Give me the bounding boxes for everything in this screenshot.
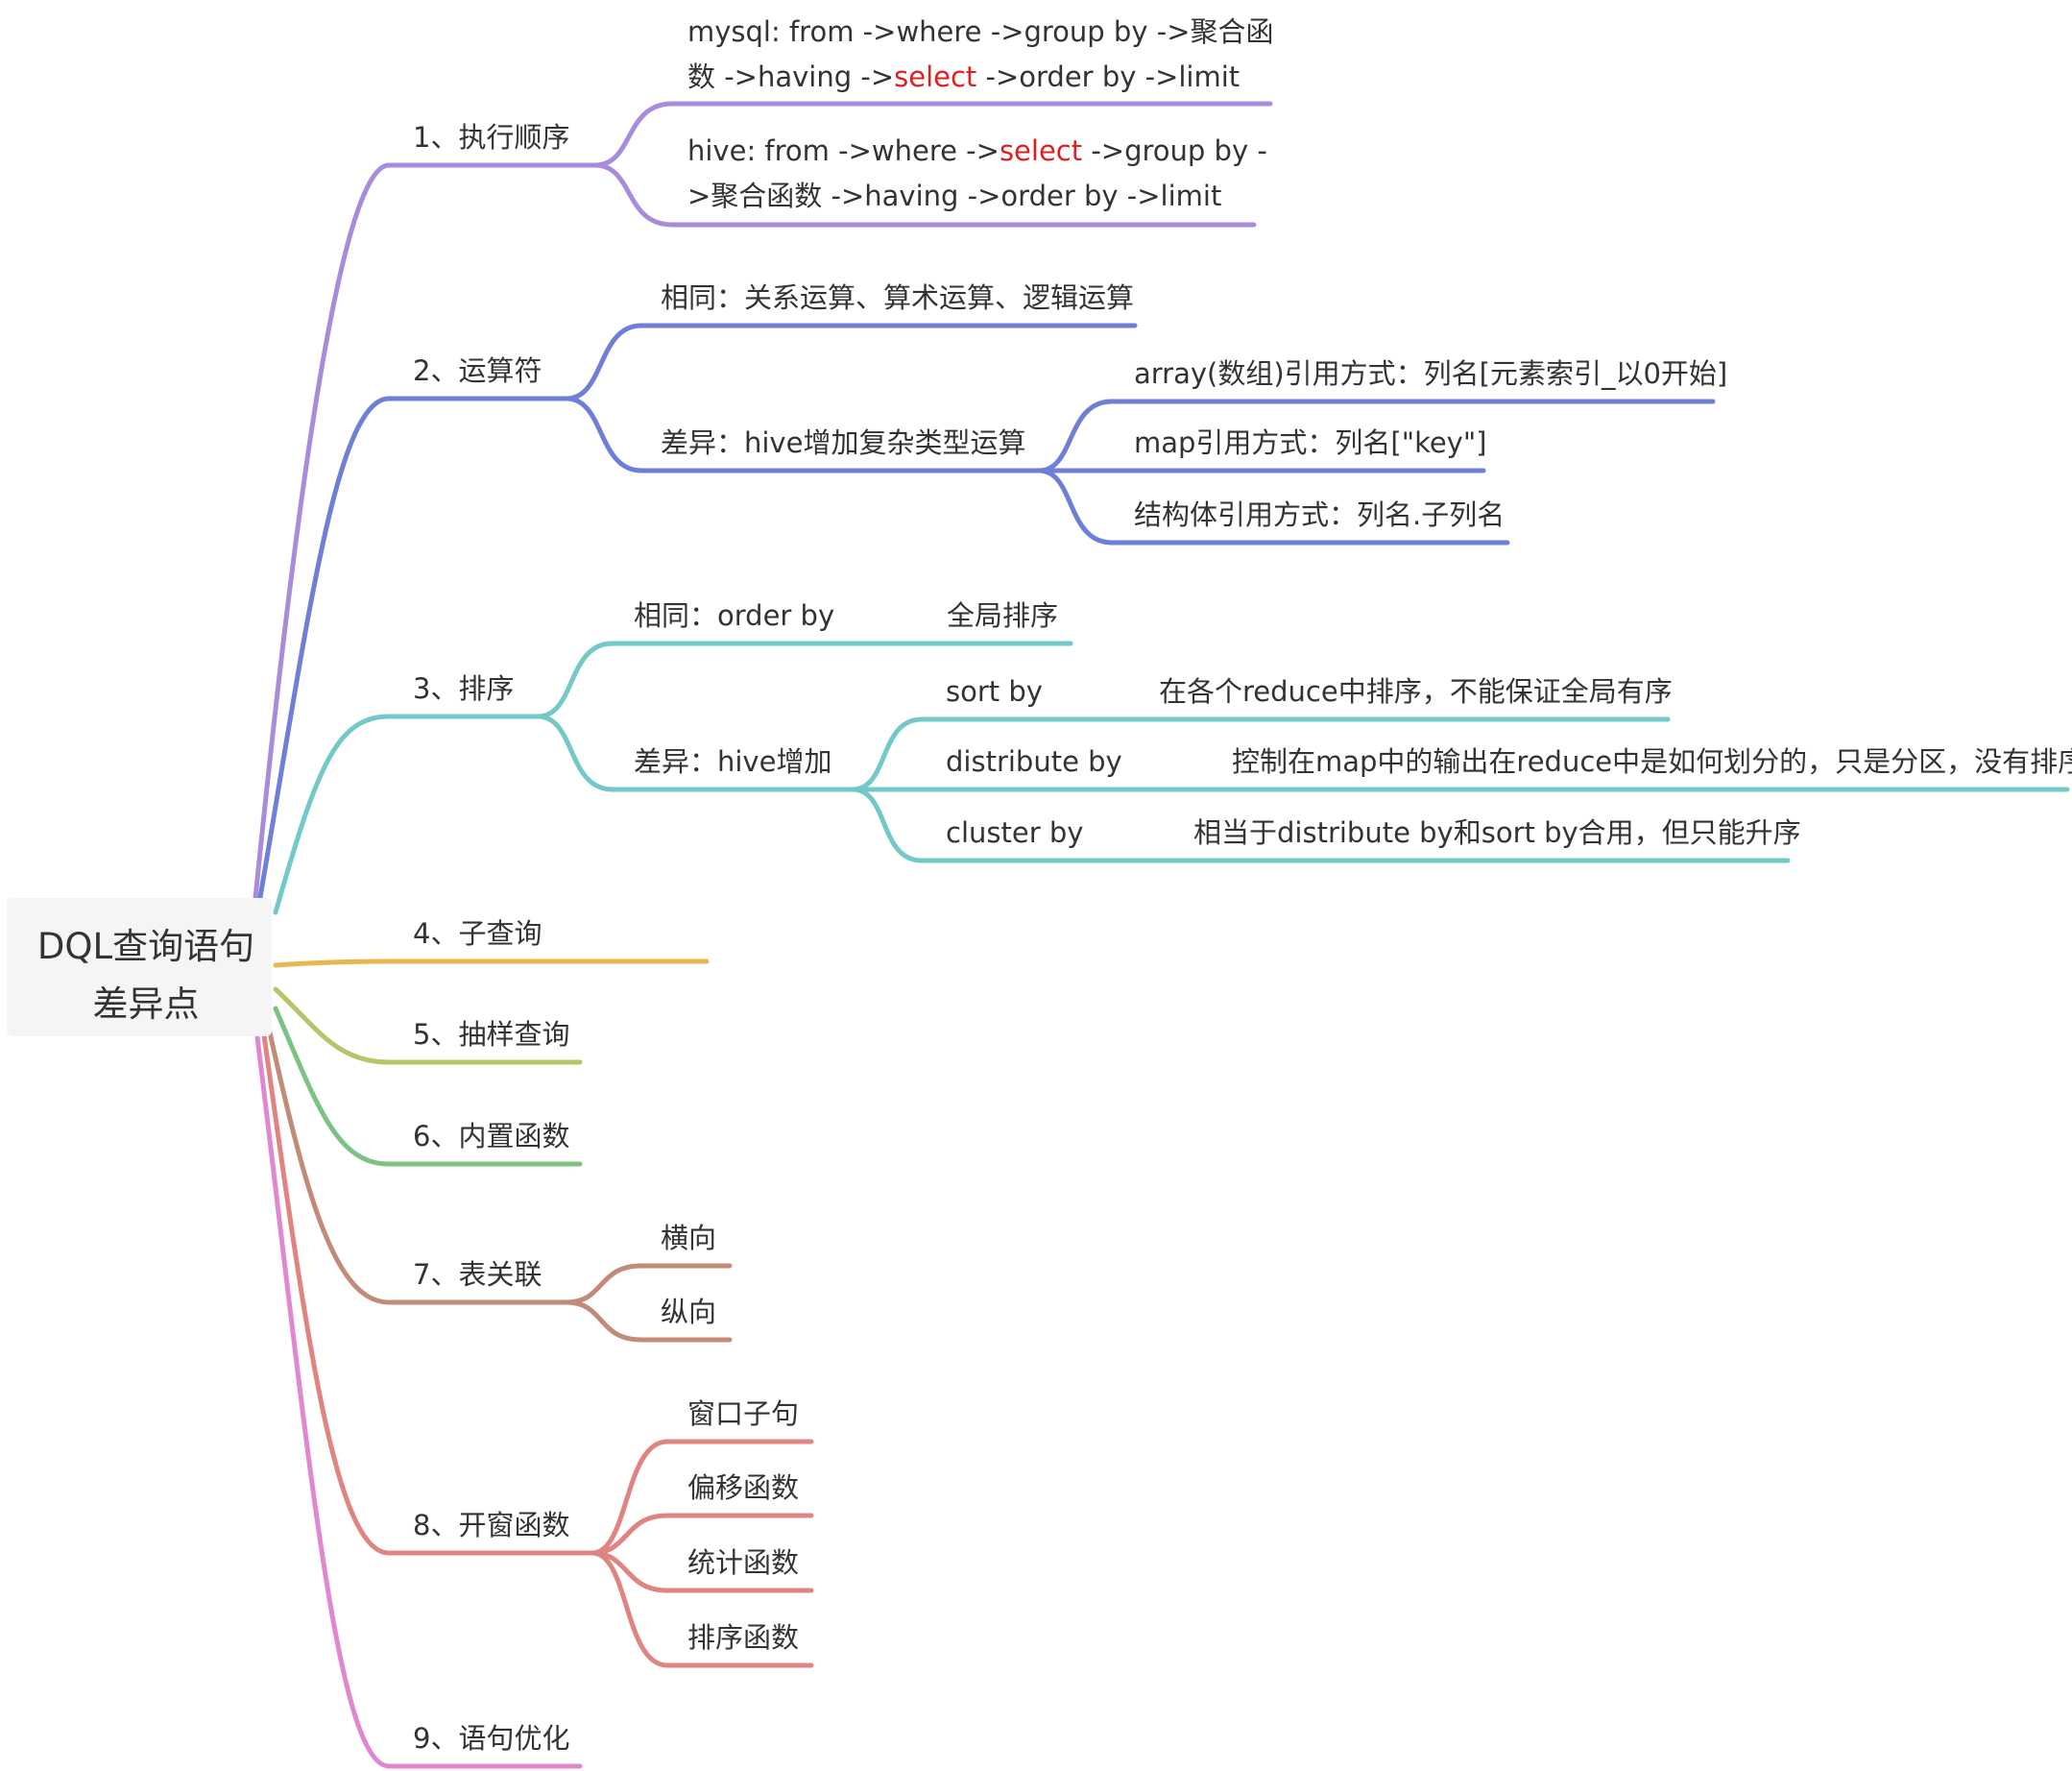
connector-branch-6: [273, 1006, 583, 1167]
mysql-order-line-1[interactable]: mysql: from ->where ->group by ->聚合函: [687, 15, 1274, 48]
ranking-functions[interactable]: 排序函数: [687, 1621, 800, 1654]
array-reference[interactable]: array(数组)引用方式：列名[元素索引_以0开始]: [1134, 357, 1728, 390]
operators-diff[interactable]: 差异：hive增加复杂类型运算: [661, 426, 1026, 459]
connector-branch-9: [254, 1034, 583, 1769]
connector-branch-4: [273, 958, 710, 968]
branch-9-statement-optimization[interactable]: 9、语句优化: [413, 1722, 570, 1755]
distribute-by[interactable]: distribute by: [946, 745, 1122, 778]
hive-order-line-1-post: ->group by -: [1082, 134, 1267, 167]
connector-b7-child-1: [564, 1263, 733, 1305]
connector-b2-sub-3: [1036, 468, 1510, 546]
connector-branch-3: [273, 714, 541, 915]
branch-4-subquery[interactable]: 4、子查询: [413, 917, 542, 950]
connector-b3-sub-3: [850, 787, 1791, 863]
hive-select-highlight: select: [999, 134, 1083, 167]
operators-same[interactable]: 相同：关系运算、算术运算、逻辑运算: [661, 281, 1135, 314]
connector-b3-sub-1: [850, 716, 1671, 792]
connector-branch-1: [253, 162, 598, 901]
sort-by-note: 在各个reduce中排序，不能保证全局有序: [1159, 675, 1673, 708]
struct-reference[interactable]: 结构体引用方式：列名.子列名: [1134, 498, 1506, 531]
distribute-by-note: 控制在map中的输出在reduce中是如何划分的，只是分区，没有排序: [1232, 745, 2072, 778]
mysql-order-line-2-post: ->order by ->limit: [976, 61, 1241, 93]
connector-b8-child-1: [590, 1439, 814, 1556]
cluster-by[interactable]: cluster by: [946, 816, 1084, 849]
aggregate-functions[interactable]: 统计函数: [687, 1546, 800, 1579]
root-title-line-1: DQL查询语句: [36, 926, 255, 967]
hive-order-line-2[interactable]: >聚合函数 ->having ->order by ->limit: [687, 180, 1222, 212]
connector-b7-child-2: [564, 1299, 733, 1343]
branch-2-operators[interactable]: 2、运算符: [413, 354, 542, 387]
branch-6-builtin-functions[interactable]: 6、内置函数: [413, 1120, 570, 1152]
connector-b1-child-2: [592, 162, 1257, 228]
offset-functions[interactable]: 偏移函数: [687, 1471, 800, 1504]
root-node[interactable]: DQL查询语句 差异点: [7, 898, 272, 1036]
join-horizontal[interactable]: 横向: [661, 1222, 717, 1254]
sort-same-order-by[interactable]: 相同：order by: [634, 599, 835, 632]
branch-5-sampling[interactable]: 5、抽样查询: [413, 1018, 570, 1051]
branch-1-execution-order[interactable]: 1、执行顺序: [413, 121, 570, 154]
sort-diff-hive[interactable]: 差异：hive增加: [634, 745, 832, 778]
connector-b2-child-1: [564, 323, 1138, 401]
cluster-by-note: 相当于distribute by和sort by合用，但只能升序: [1193, 816, 1801, 849]
hive-order-line-1[interactable]: hive: from ->where ->select ->group by -: [687, 134, 1267, 167]
map-reference[interactable]: map引用方式：列名["key"]: [1134, 426, 1487, 459]
connector-b1-child-1: [592, 101, 1273, 168]
connector-branch-5: [273, 986, 583, 1065]
branch-8-window-functions[interactable]: 8、开窗函数: [413, 1509, 570, 1541]
connector-branch-8: [261, 1032, 595, 1556]
window-clause[interactable]: 窗口子句: [687, 1397, 800, 1430]
order-by-note: 全局排序: [947, 599, 1059, 632]
sort-by[interactable]: sort by: [946, 675, 1043, 708]
connector-b8-child-4: [590, 1550, 814, 1668]
mysql-select-highlight: select: [894, 61, 977, 93]
connector-b3-child-1: [535, 641, 1073, 719]
connector-branch-7: [267, 1030, 569, 1305]
connector-b8-child-2: [590, 1513, 814, 1556]
root-title-line-2: 差异点: [92, 983, 200, 1025]
join-vertical[interactable]: 纵向: [661, 1296, 717, 1328]
branch-7-table-join[interactable]: 7、表关联: [413, 1258, 542, 1291]
mysql-order-line-2-pre: 数 ->having ->: [687, 61, 895, 93]
connector-b3-child-2: [535, 714, 855, 792]
connector-b2-sub-1: [1036, 399, 1716, 473]
branch-3-sorting[interactable]: 3、排序: [413, 672, 515, 705]
mysql-order-line-2[interactable]: 数 ->having ->select ->order by ->limit: [687, 61, 1240, 93]
hive-order-line-1-pre: hive: from ->where ->: [687, 134, 1000, 167]
connector-branch-2: [256, 396, 569, 906]
connector-b2-child-2: [564, 396, 1042, 473]
